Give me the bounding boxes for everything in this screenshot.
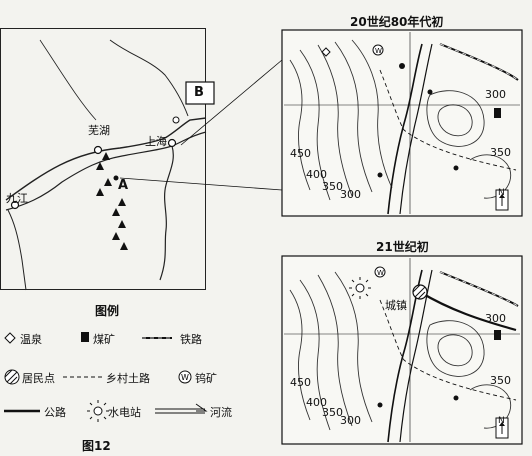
map-1980s-river [387, 43, 423, 215]
label-wuhu: 芜湖 [88, 124, 110, 137]
legend-title: 图例 [95, 304, 120, 318]
map-1980s-contour-300: 300 [340, 188, 361, 201]
map-1980s-contours [289, 39, 512, 201]
coastline [159, 145, 174, 281]
legend-hydropower-label: 水电站 [108, 406, 141, 419]
map-2000s-title: 21世纪初 [376, 240, 429, 254]
map-1980s-coal-mine-icon [494, 108, 501, 118]
legend-hydropower-icon [87, 400, 109, 422]
jiujiang-city-dot [10, 200, 20, 210]
map-2000s-highway [419, 291, 517, 332]
yangtze-river-south-bank [5, 131, 207, 211]
tributary [39, 39, 97, 121]
map-1980s-contour-350: 350 [322, 180, 343, 193]
map-1980s-tungsten-mine-icon [372, 44, 384, 56]
map-1980s-title: 20世纪80年代初 [350, 15, 444, 29]
map-1980s-contour-400: 400 [306, 168, 327, 181]
map-1980s-contour-450: 450 [290, 147, 311, 160]
legend-coal-mine-icon [81, 332, 89, 342]
yangtze-river-north-bank [5, 117, 207, 201]
callout-line-top [180, 59, 283, 146]
map-2000s-contour-450: 450 [290, 376, 311, 389]
map-2000s-contour-350-east: 350 [490, 374, 511, 387]
map-1980s-north-label: N [498, 188, 505, 198]
map-1980s-contour-350-east: 350 [490, 146, 511, 159]
mountains [96, 152, 128, 250]
point-b-box [185, 81, 215, 105]
callout-line-bottom [119, 177, 283, 191]
map-2000s-coal-mine-icon [494, 330, 501, 340]
map-2000s-dirt-road [379, 299, 517, 401]
north-river [109, 39, 189, 117]
legend-settlement-label: 居民点 [22, 372, 55, 385]
legend-hot-spring-label: 温泉 [20, 333, 42, 346]
figure-caption: 图12 [82, 439, 111, 453]
legend-coal-mine-label: 煤矿 [93, 333, 115, 346]
label-point-b: B [194, 85, 204, 100]
legend-tungsten-mine-label: 钨矿 [195, 372, 217, 385]
map-2000s-north-label: N [498, 416, 505, 426]
overview-map-frame [0, 28, 206, 290]
shanghai-city-dot [167, 138, 177, 148]
legend-tungsten-mine-icon [178, 370, 192, 384]
legend-hot-spring-icon [4, 332, 16, 344]
label-jiujiang: 九江 [6, 192, 28, 205]
map-1980s-hot-spring-icon [321, 47, 331, 57]
map-1980s-dirt-road [379, 69, 517, 171]
legend-river-label: 河流 [210, 406, 232, 419]
wuhu-city-dot [93, 145, 103, 155]
map-2000s-contour-300-east: 300 [485, 312, 506, 325]
map-2000s-tungsten-mine-icon [374, 266, 386, 278]
label-shanghai: 上海 [145, 135, 167, 148]
svg-text:W: W [375, 47, 382, 55]
map-2000s-contour-300: 300 [340, 414, 361, 427]
jiujiang-river [7, 209, 27, 291]
map-2000s-contours [289, 271, 512, 431]
legend-railway-label: 铁路 [180, 333, 202, 346]
map-2000s-contour-400: 400 [306, 396, 327, 409]
map-1980s-contour-300-east: 300 [485, 88, 506, 101]
point-a-dot [113, 175, 119, 181]
map-1980s-river-bank [399, 43, 433, 215]
map-2000s-frame [281, 255, 523, 445]
legend-highway-label: 公路 [44, 406, 66, 419]
svg-text:W: W [377, 269, 384, 277]
legend-dirt-road-label: 乡村土路 [106, 372, 150, 385]
map-2000s-town-label: 城镇 [385, 299, 407, 312]
label-point-a: A [118, 178, 129, 193]
point-b-dot [172, 116, 180, 124]
map-2000s-contour-350: 350 [322, 406, 343, 419]
map-1980s-point [399, 63, 405, 69]
map-2000s-hydropower-icon [349, 277, 371, 299]
svg-text:W: W [181, 373, 189, 382]
